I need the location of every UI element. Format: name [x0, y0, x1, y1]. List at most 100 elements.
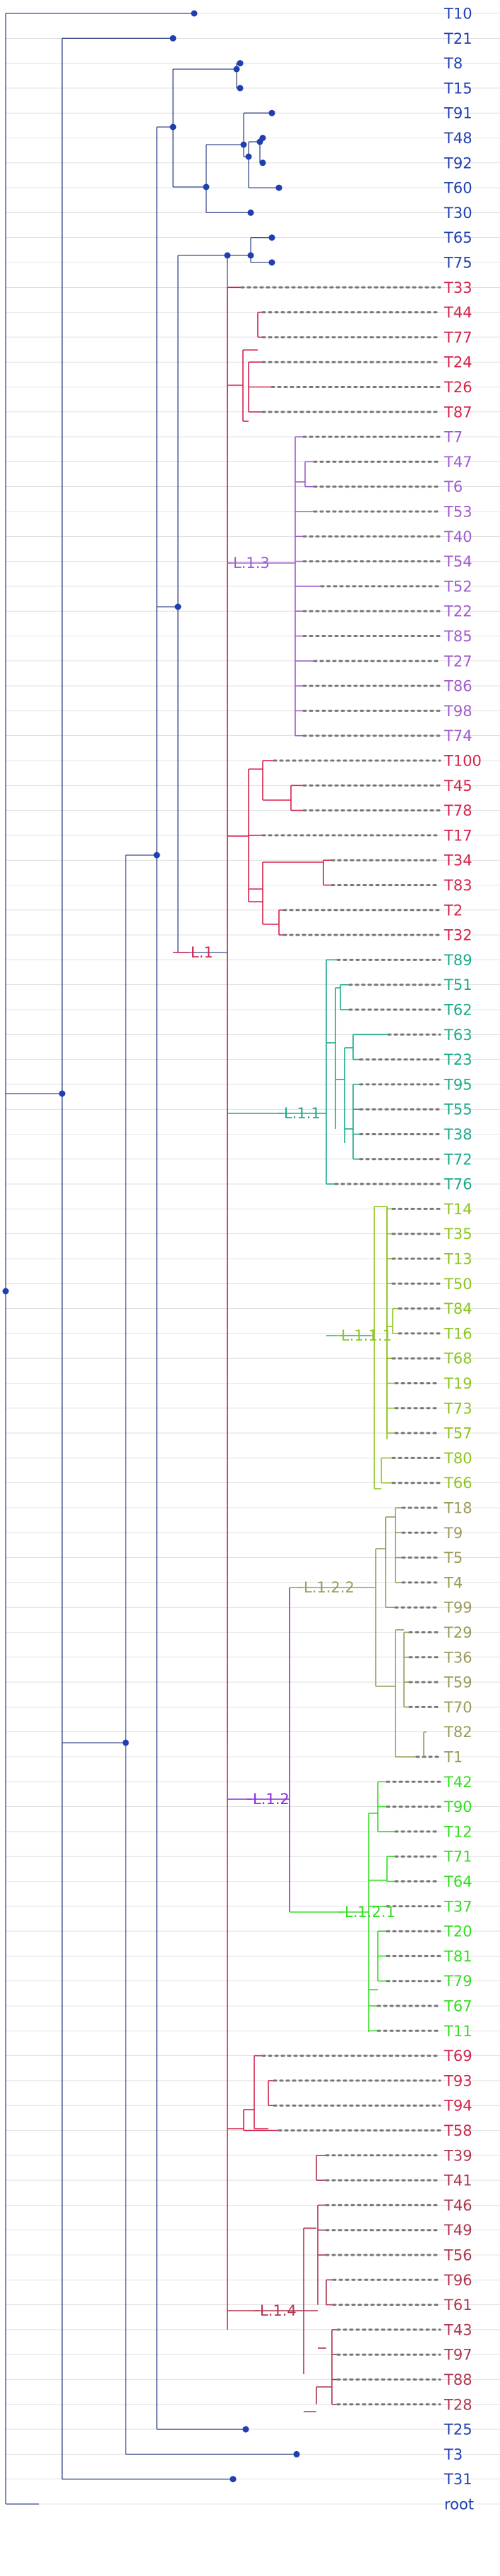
node-dot — [233, 66, 240, 73]
node-dot — [247, 252, 254, 259]
tip-label: T31 — [444, 2471, 472, 2488]
clade-branches — [227, 286, 441, 2412]
node-dot — [242, 2426, 249, 2433]
tip-label: T73 — [444, 1400, 472, 1417]
tip-label: T46 — [444, 2197, 472, 2214]
tip-label: T48 — [444, 130, 472, 147]
clade-label: L.1.1.1 — [341, 1327, 392, 1344]
node-dot — [268, 259, 275, 266]
tip-label: T80 — [444, 1450, 472, 1467]
tip-label: T76 — [444, 1176, 472, 1193]
tip-label: T56 — [444, 2247, 472, 2264]
node-dot — [259, 159, 266, 167]
tip-label: T47 — [444, 454, 472, 471]
tip-label: root — [444, 2496, 474, 2513]
clade-labels: L.1 L.1.3L.1.1L.1.1.1L.1.2 L.1.2.2L.1.2.1L… — [173, 555, 395, 2319]
tip-label: T82 — [444, 1724, 472, 1741]
tip-label: T99 — [444, 1600, 472, 1616]
tip-label: T67 — [444, 1998, 472, 2015]
node-dot — [275, 184, 282, 191]
tip-label: T61 — [444, 2297, 472, 2314]
tip-label: T45 — [444, 778, 472, 794]
tip-label: T90 — [444, 1798, 472, 1815]
tip-label: T5 — [444, 1549, 463, 1566]
tip-label: T50 — [444, 1276, 472, 1293]
tip-label: T72 — [444, 1151, 472, 1168]
tip-label: T77 — [444, 329, 472, 346]
tip-label: T42 — [444, 1774, 472, 1791]
tip-label: T55 — [444, 1101, 472, 1118]
tip-label: T100 — [444, 753, 482, 770]
tip-label: T81 — [444, 1948, 472, 1965]
node-dot — [122, 1739, 129, 1746]
tip-label: T63 — [444, 1027, 472, 1044]
node-dot — [153, 852, 160, 859]
tip-label: T94 — [444, 2098, 472, 2115]
tip-label: T27 — [444, 653, 472, 670]
clade-label: L.1.1 — [284, 1105, 321, 1122]
tip-label: T62 — [444, 1002, 472, 1019]
tip-label: T38 — [444, 1126, 472, 1143]
tip-label: T36 — [444, 1649, 472, 1666]
node-dot — [191, 10, 198, 17]
tip-labels: T10T21T8T15T91T48T92T60T30T65T75T33T44T7… — [444, 6, 482, 2513]
tip-label: T75 — [444, 255, 472, 272]
tip-label: T22 — [444, 603, 472, 620]
node-dot — [169, 35, 177, 42]
node-dot — [203, 183, 210, 191]
clade-label: L.1.2.1 — [345, 1904, 395, 1921]
node-dot — [268, 109, 275, 116]
tip-label: T26 — [444, 379, 472, 396]
tip-label: T51 — [444, 976, 472, 993]
tip-label: T29 — [444, 1624, 472, 1641]
tip-label: T25 — [444, 2421, 472, 2438]
tip-label: T14 — [444, 1201, 472, 1218]
node-dot — [2, 1288, 9, 1295]
node-dot — [174, 603, 181, 610]
tip-label: T65 — [444, 229, 472, 246]
tip-label: T40 — [444, 528, 472, 545]
tip-label: T44 — [444, 304, 472, 321]
tip-label: T70 — [444, 1699, 472, 1716]
tip-label: T17 — [444, 827, 472, 844]
tip-label: T84 — [444, 1300, 472, 1317]
tip-label: T10 — [444, 6, 472, 23]
tip-label: T28 — [444, 2396, 472, 2413]
tip-label: T30 — [444, 205, 472, 222]
tip-label: T19 — [444, 1375, 472, 1392]
clade-label: L.1.3 — [233, 555, 270, 572]
tip-label: T89 — [444, 952, 472, 969]
tip-label: T83 — [444, 877, 472, 894]
tip-label: T49 — [444, 2222, 472, 2239]
tip-label: T39 — [444, 2147, 472, 2164]
tip-label: T43 — [444, 2321, 472, 2338]
tip-label: T52 — [444, 578, 472, 595]
tip-label: T98 — [444, 703, 472, 720]
tip-label: T9 — [444, 1525, 463, 1542]
tip-label: T32 — [444, 927, 472, 944]
node-dot — [293, 2450, 300, 2457]
tip-label: T18 — [444, 1500, 472, 1517]
tip-label: T23 — [444, 1051, 472, 1068]
node-dots — [2, 10, 300, 2483]
tip-label: T79 — [444, 1973, 472, 1990]
tip-label: T93 — [444, 2072, 472, 2089]
clade-label: L.1.2 — [253, 1791, 290, 1808]
tip-label: T58 — [444, 2122, 472, 2139]
tip-label: T12 — [444, 1823, 472, 1840]
tip-label: T7 — [444, 429, 463, 446]
tip-label: T96 — [444, 2272, 472, 2289]
clade-label: L.1.4 — [260, 2302, 297, 2319]
tip-label: T6 — [444, 478, 463, 495]
clade-label: L.1 — [191, 944, 213, 961]
tip-label: T3 — [444, 2446, 463, 2463]
tip-label: T59 — [444, 1674, 472, 1691]
tip-label: T91 — [444, 105, 472, 122]
tip-label: T74 — [444, 727, 472, 744]
tip-label: T95 — [444, 1076, 472, 1093]
tip-label: T24 — [444, 354, 472, 371]
node-dot — [230, 2476, 237, 2483]
tip-label: T87 — [444, 404, 472, 421]
clade-label: L.1.2.2 — [304, 1579, 355, 1596]
tip-label: T86 — [444, 678, 472, 695]
